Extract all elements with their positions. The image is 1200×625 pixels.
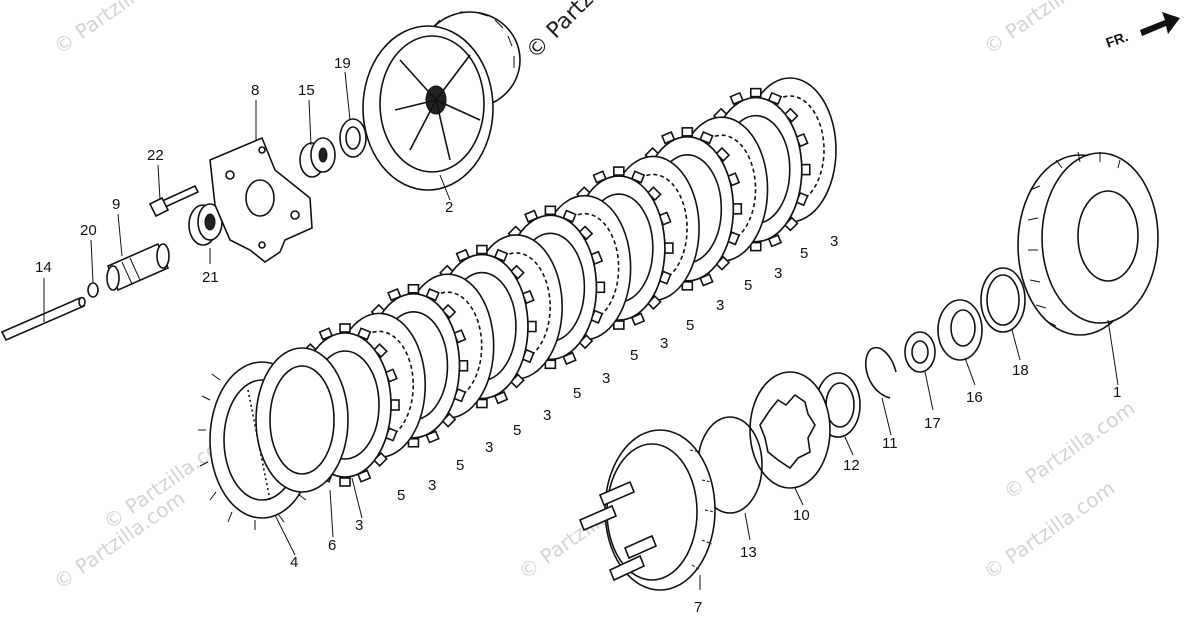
part-label: 22 xyxy=(147,147,164,164)
part-bearing xyxy=(299,137,336,178)
part-label: 5 xyxy=(573,385,581,402)
part-label: 20 xyxy=(80,222,97,239)
part-label: 12 xyxy=(843,457,860,474)
part-label: 5 xyxy=(513,422,521,439)
part-label: 5 xyxy=(630,347,638,364)
part-washer xyxy=(339,118,367,158)
part-labels: 14 20 9 22 21 8 15 19 2 4 6 1 18 16 17 1… xyxy=(35,55,1121,616)
part-label: 4 xyxy=(290,554,298,571)
part-snap-ring xyxy=(865,347,897,399)
part-label: 13 xyxy=(740,544,757,561)
part-label: 3 xyxy=(602,370,610,387)
plate-stack-labels: 3 5 3 5 3 5 3 5 3 5 3 5 3 5 3 5 3 xyxy=(355,233,838,534)
part-lifter-plate xyxy=(209,136,313,263)
part-label: 18 xyxy=(1012,362,1029,379)
part-label: 6 xyxy=(328,537,336,554)
part-label: 3 xyxy=(543,407,551,424)
part-label: 19 xyxy=(334,55,351,72)
part-lock-washer xyxy=(904,331,936,373)
part-label: 3 xyxy=(774,265,782,282)
part-label: 9 xyxy=(112,196,120,213)
watermark: © Partzilla.com xyxy=(522,0,660,64)
part-label: 5 xyxy=(456,457,464,474)
part-label: 3 xyxy=(716,297,724,314)
leader-lines xyxy=(43,71,1119,590)
part-small-ring xyxy=(87,282,99,298)
part-label: 10 xyxy=(793,507,810,524)
part-label: 15 xyxy=(298,82,315,99)
direction-label: FR. xyxy=(1104,28,1131,51)
part-label: 21 xyxy=(202,269,219,286)
part-label: 7 xyxy=(694,599,702,616)
part-label: 3 xyxy=(428,477,436,494)
part-rod xyxy=(0,296,86,342)
part-label: 5 xyxy=(686,317,694,334)
part-label: 1 xyxy=(1113,384,1121,401)
watermark: © Partzilla.com xyxy=(979,0,1119,59)
part-thrust-washer xyxy=(980,267,1026,333)
part-label: 3 xyxy=(660,335,668,352)
part-clutch-center xyxy=(578,429,716,591)
part-label: 3 xyxy=(355,517,363,534)
part-label: 14 xyxy=(35,259,52,276)
part-label: 5 xyxy=(744,277,752,294)
part-label: 8 xyxy=(251,82,259,99)
part-sleeve xyxy=(106,242,170,292)
watermark: © Partzilla.com xyxy=(999,396,1139,504)
part-label: 5 xyxy=(397,487,405,504)
part-pressure-plate xyxy=(362,11,521,191)
part-lock-nut xyxy=(937,299,983,361)
watermark: © Partzilla.com xyxy=(979,476,1119,584)
part-spring-plate xyxy=(255,347,349,493)
part-bolt xyxy=(148,184,200,218)
arrow-icon xyxy=(1140,12,1180,36)
front-direction-indicator: FR. xyxy=(1104,12,1180,51)
part-label: 2 xyxy=(445,199,453,216)
part-judder-plate xyxy=(749,371,831,489)
part-label: 3 xyxy=(485,439,493,456)
part-clutch-outer xyxy=(1017,151,1159,336)
part-label: 16 xyxy=(966,389,983,406)
part-label: 17 xyxy=(924,415,941,432)
part-label: 3 xyxy=(830,233,838,250)
part-label: 11 xyxy=(882,435,898,452)
part-label: 5 xyxy=(800,245,808,262)
part-bearing xyxy=(188,203,223,246)
watermark: © Partzilla.com xyxy=(49,0,189,59)
